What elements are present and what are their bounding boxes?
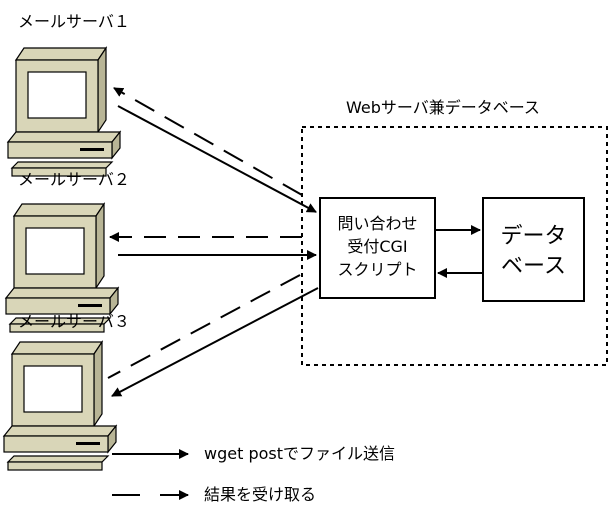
server-1-label: メールサーバ１ (18, 12, 130, 32)
cgi-line-2: 受付CGI (320, 235, 435, 258)
db-line-1: データ (483, 222, 584, 252)
legend-dashed-label: 結果を受け取る (204, 485, 316, 505)
db-line-2: ベース (483, 252, 584, 282)
arrow-dashed-1 (114, 88, 302, 195)
cgi-line-3: スクリプト (320, 258, 435, 281)
computer-icon-3 (4, 342, 116, 470)
db-box-text: データ ベース (483, 222, 584, 282)
legend-solid-label: wget postでファイル送信 (204, 444, 395, 464)
cgi-box-text: 問い合わせ 受付CGI スクリプト (320, 212, 435, 281)
server-2-label: メールサーバ２ (18, 170, 130, 190)
cgi-line-1: 問い合わせ (320, 212, 435, 235)
computer-icon-1 (8, 48, 120, 176)
web-db-group-label: Webサーバ兼データベース (346, 98, 540, 118)
arrow-dashed-3 (108, 275, 300, 378)
server-3-label: メールサーバ３ (18, 312, 130, 332)
arrow-solid-3 (112, 288, 318, 396)
arrow-solid-1 (118, 106, 316, 212)
